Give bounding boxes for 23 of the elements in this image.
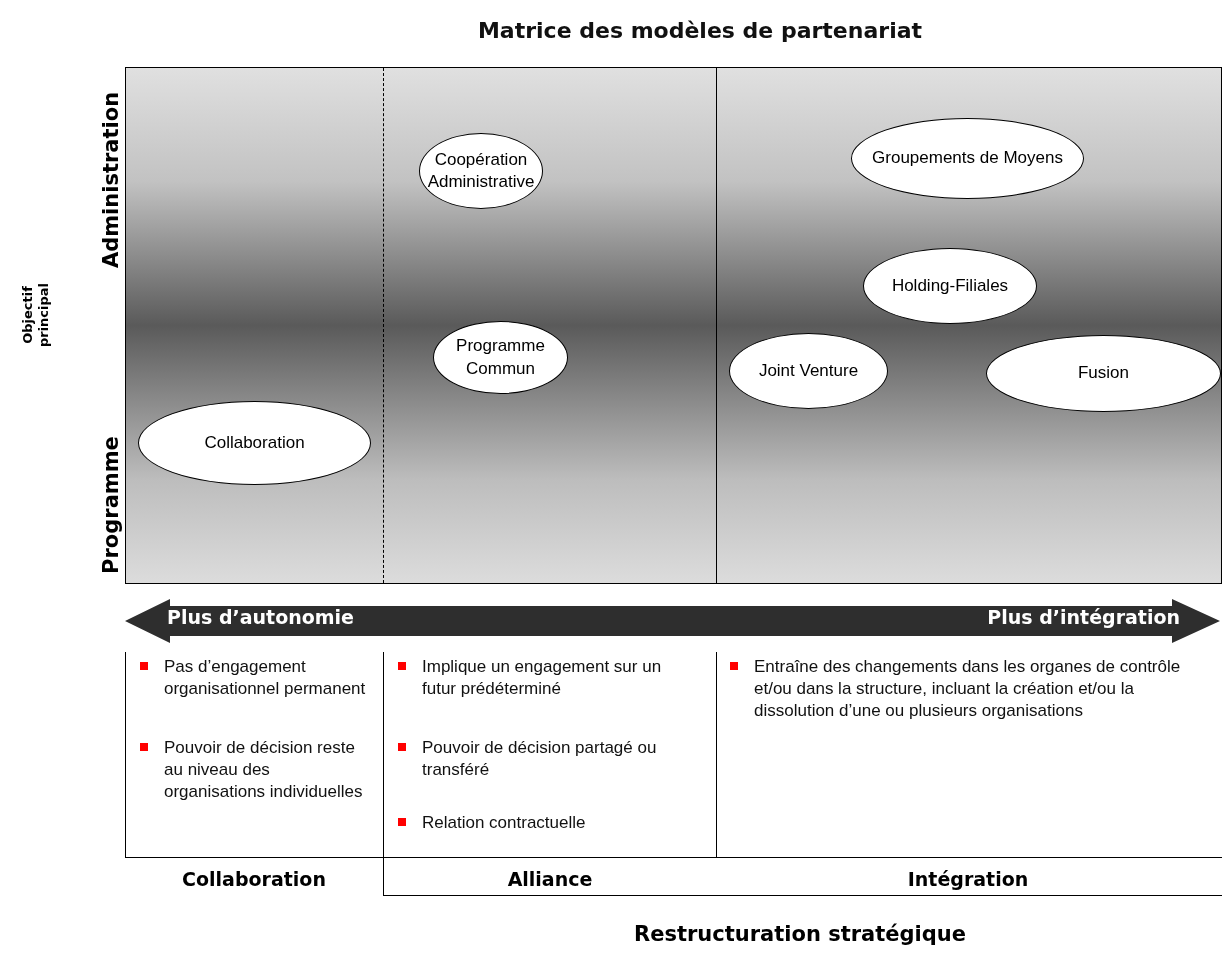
axis-title: Objectif principal <box>20 281 52 350</box>
node-label: Groupements de Moyens <box>871 147 1064 170</box>
arrow-label: Plus d’intégration <box>987 606 1180 628</box>
bullet-text: Pouvoir de décision partagé ou transféré <box>422 737 658 782</box>
node-label: Joint Venture <box>757 359 860 382</box>
arrow-label: Plus d’autonomie <box>167 606 354 628</box>
group-label: Restructuration stratégique <box>634 922 966 946</box>
column-label: Collaboration <box>182 868 326 890</box>
bullet-text: Entraîne des changements dans les organes de contrôle et/ou dans la structure, incluant la création et/ou la dissolution d’une ou plusieurs organisations <box>754 656 1182 723</box>
column-label: Alliance <box>507 868 593 890</box>
column-label: Intégration <box>907 868 1029 890</box>
node-label: Collaboration <box>203 431 306 454</box>
bullet-text: Pouvoir de décision reste au niveau des organisations individuelles <box>164 737 364 804</box>
node-label: Coopération Administrative <box>426 148 536 193</box>
axis-label: Administration <box>99 90 125 271</box>
title: Matrice des modèles de partenariat <box>476 18 924 43</box>
node-label: Holding-Filiales <box>890 274 1010 297</box>
node-label: Programme Commun <box>455 335 546 380</box>
bullet-text: Implique un engagement sur un futur prédéterminé <box>422 656 663 701</box>
node-label: Fusion <box>1077 362 1130 385</box>
bullet-text: Pas d’engagement organisationnel permanent <box>164 656 367 701</box>
bullet-text: Relation contractuelle <box>422 812 586 834</box>
axis-label: Programme <box>99 435 125 576</box>
